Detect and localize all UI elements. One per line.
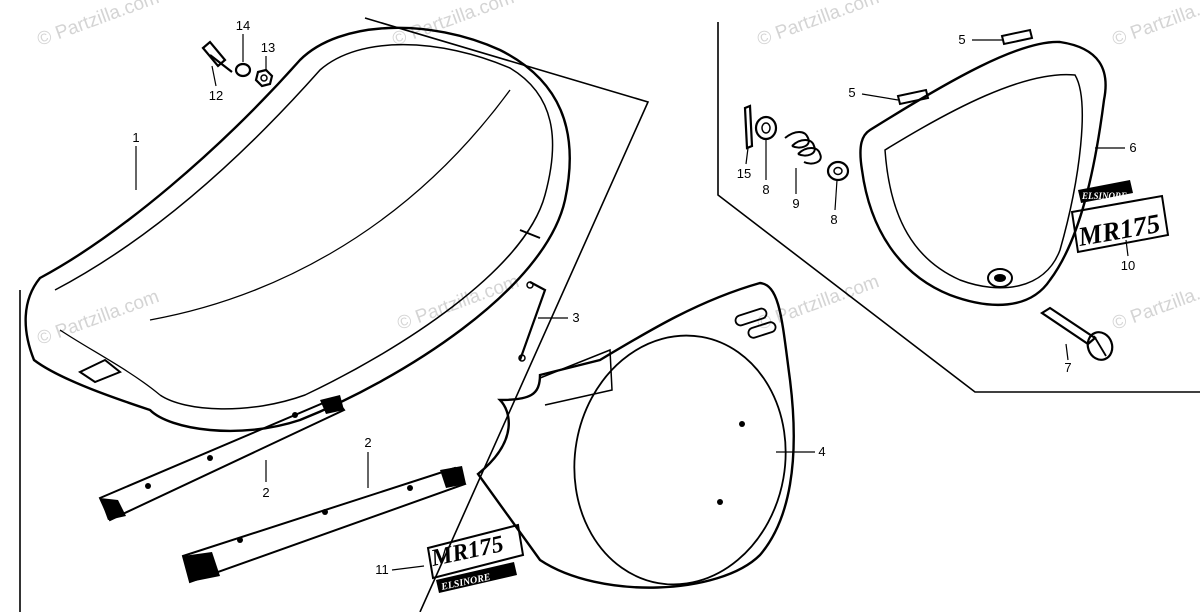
side-cover-bracket-part bbox=[518, 281, 547, 362]
left-assembly-boundary bbox=[364, 17, 650, 612]
grommet-clip-part-upper bbox=[1000, 28, 1034, 46]
callout-7: 7 bbox=[1064, 360, 1071, 375]
callout-1: 1 bbox=[132, 130, 139, 145]
callout-8-right: 8 bbox=[830, 212, 837, 227]
callout-9: 9 bbox=[792, 196, 799, 211]
watermark: © Partzilla.com bbox=[755, 271, 882, 335]
callout-15: 15 bbox=[737, 166, 751, 181]
callout-14: 14 bbox=[236, 18, 250, 33]
spring-part bbox=[784, 131, 822, 165]
watermark-group: © Partzilla.com © Partzilla.com © Partzi… bbox=[35, 0, 1200, 350]
callout-2-upper: 2 bbox=[262, 485, 269, 500]
grommet-part-left bbox=[754, 115, 778, 141]
seat-strip-part-lower bbox=[181, 466, 467, 584]
watermark: © Partzilla.com bbox=[1110, 271, 1200, 335]
left-side-cover-part bbox=[476, 281, 795, 589]
callout-3: 3 bbox=[572, 310, 579, 325]
side-cover-screw-part bbox=[1039, 306, 1114, 361]
right-side-cover-part bbox=[859, 40, 1107, 306]
callout-13: 13 bbox=[261, 40, 275, 55]
loose-emblem-part: MR175 ELSINORE bbox=[426, 523, 525, 593]
side-cover-emblem-part: ELSINORE MR175 bbox=[1070, 180, 1170, 254]
watermark: © Partzilla.com bbox=[35, 286, 162, 350]
seat-nut-part bbox=[254, 68, 274, 88]
seat-bolt-part bbox=[201, 40, 233, 73]
grommet-clip-part-lower bbox=[896, 88, 930, 106]
callout-12: 12 bbox=[209, 88, 223, 103]
leader-lines bbox=[135, 34, 1129, 571]
callout-5-lower: 5 bbox=[848, 85, 855, 100]
callout-6: 6 bbox=[1129, 140, 1136, 155]
pin-part bbox=[743, 104, 754, 150]
seat-part bbox=[24, 26, 571, 433]
callout-10: 10 bbox=[1121, 258, 1135, 273]
callout-2-lower: 2 bbox=[364, 435, 371, 450]
watermark: © Partzilla.com bbox=[390, 0, 517, 51]
callout-4: 4 bbox=[818, 444, 825, 459]
callout-5-upper: 5 bbox=[958, 32, 965, 47]
seat-washer-part bbox=[234, 62, 252, 78]
callout-11: 11 bbox=[375, 562, 389, 577]
watermark: © Partzilla.com bbox=[35, 0, 162, 51]
watermark: © Partzilla.com bbox=[1110, 0, 1200, 51]
seat-strip-part-upper bbox=[98, 395, 346, 522]
grommet-part-right bbox=[826, 160, 850, 182]
emblem-model-text: MR175 bbox=[1075, 208, 1162, 252]
emblem-elsinore-text: ELSINORE bbox=[1081, 191, 1127, 201]
watermark: © Partzilla.com bbox=[755, 0, 882, 51]
callout-8-left: 8 bbox=[762, 182, 769, 197]
right-assembly-boundary bbox=[717, 22, 1200, 393]
